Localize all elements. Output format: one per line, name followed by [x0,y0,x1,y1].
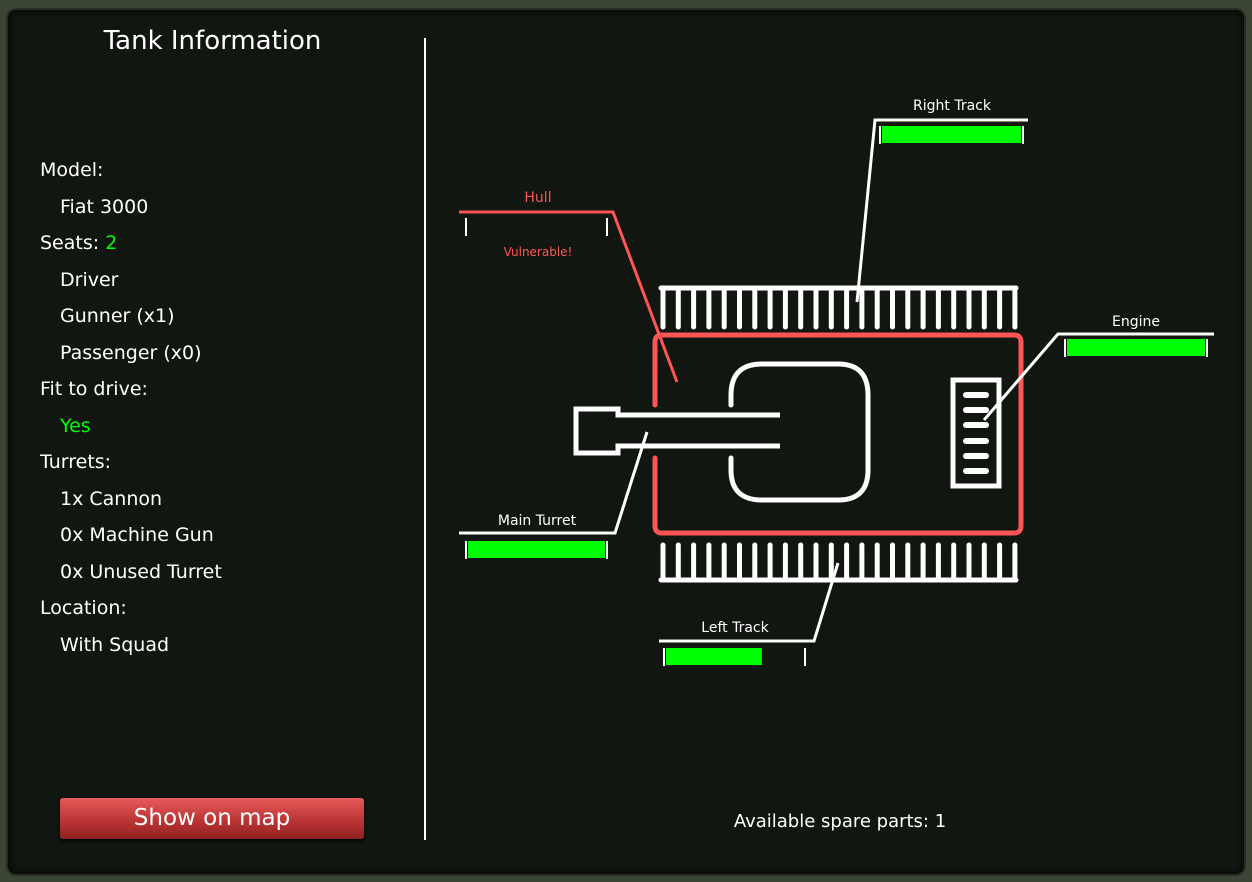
cannon-barrel[interactable] [573,406,780,456]
right-track-shape[interactable] [658,285,1019,330]
fit-label: Fit to drive: [40,378,148,400]
engine-block[interactable] [950,377,1002,489]
seat-driver: Driver [60,268,119,291]
health-fill [666,648,762,665]
engine-label: Engine [1112,314,1160,330]
right-track-health-bar [879,126,1024,144]
main-turret-health-bar [465,541,608,559]
turret-unused: 0x Unused Turret [60,560,222,583]
right-track-leader [855,118,1028,303]
left-track-shape[interactable] [658,542,1019,583]
turret-cannon: 1x Cannon [60,487,163,510]
hull-status: Vulnerable! [504,245,573,259]
location-label: Location: [40,597,127,619]
model-label: Model: [40,159,104,181]
seats-label: Seats: [40,232,100,254]
engine-health-bar [1064,339,1208,357]
left-track-health-bar [663,648,806,666]
hull-health-bar [465,218,608,236]
left-track-leader [659,562,840,643]
spare-parts-text: Available spare parts: 1 [733,811,947,832]
health-fill [468,541,605,558]
model-value: Fiat 3000 [60,195,149,218]
engine-leader [982,332,1214,421]
window-frame [6,8,1246,876]
health-fill [882,126,1021,143]
seat-passenger: Passenger (x0) [60,341,202,364]
hull-leader [459,210,679,383]
hull-label: Hull [524,190,551,206]
left-track-label: Left Track [701,620,769,636]
main-turret-leader [459,431,649,535]
seat-gunner: Gunner (x1) [60,305,175,327]
right-track-label: Right Track [913,98,992,114]
tank-info-panel: Model: Fiat 3000 Seats: 2 Driver Gunner … [40,152,222,663]
seats-value: 2 [105,232,118,254]
page-title: Tank Information [103,26,322,56]
fit-value: Yes [60,414,91,437]
turrets-label: Turrets: [40,451,112,473]
health-fill [1067,339,1205,356]
show-on-map-button[interactable]: Show on map [60,798,364,839]
divider [424,38,426,840]
seats-row: Seats: 2 [40,225,222,262]
location-value: With Squad [60,633,170,656]
turret-mg: 0x Machine Gun [60,524,214,546]
turret-outline[interactable] [728,361,871,503]
main-turret-label: Main Turret [498,513,577,529]
